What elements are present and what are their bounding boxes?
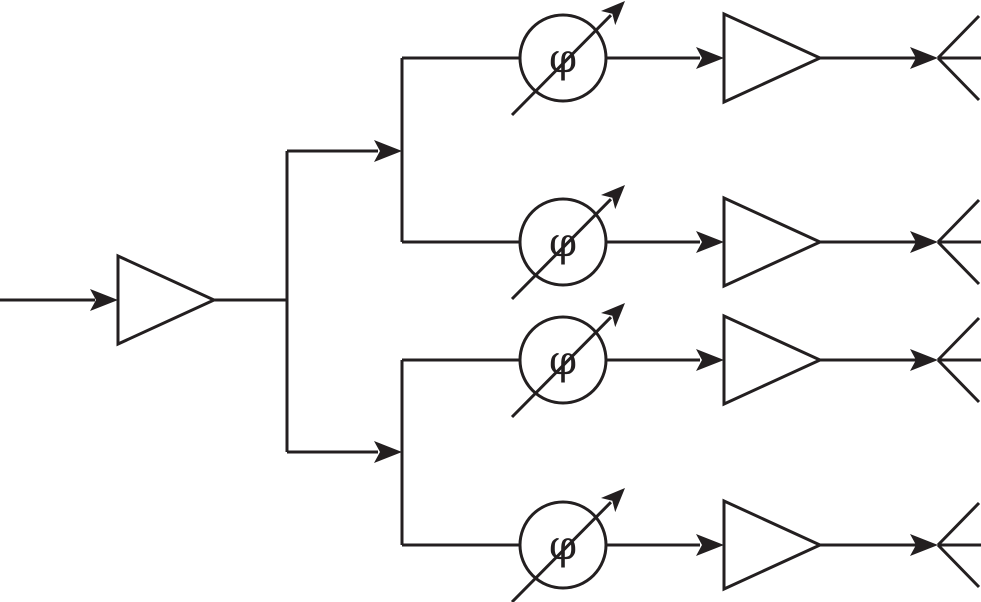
- branch-arrow-icon: [696, 349, 724, 371]
- tuning-arrow-icon: [510, 303, 625, 419]
- antenna-upper-line: [936, 501, 981, 547]
- tuning-arrow-shaft: [510, 14, 612, 117]
- antenna-arrow-icon: [910, 534, 938, 556]
- power-amplifier-icon: [722, 498, 824, 592]
- antenna-lower-line: [936, 543, 981, 589]
- antenna-arrow-icon: [910, 47, 938, 69]
- antenna-icon: [936, 501, 981, 589]
- antenna-lower-line: [936, 358, 981, 404]
- tuning-arrow-head: [601, 303, 625, 328]
- power-amplifier-icon: [722, 313, 824, 407]
- input-arrow-icon: [90, 289, 118, 311]
- branch-arrow-icon: [696, 534, 724, 556]
- antenna-lower-line: [936, 56, 981, 102]
- power-amplifier-icon: [722, 195, 824, 289]
- tuning-arrow-shaft: [510, 501, 612, 602]
- antenna-upper-line: [936, 316, 981, 362]
- phase-shifter: φ: [510, 185, 625, 301]
- tuning-arrow-icon: [510, 488, 625, 602]
- tuning-arrow-head: [601, 185, 625, 210]
- phase-shifter: φ: [510, 488, 625, 602]
- tuning-arrow-head: [601, 488, 625, 513]
- antenna-icon: [936, 198, 981, 286]
- upper-feed-arrow-icon: [374, 140, 402, 162]
- branch-3: φ: [402, 303, 981, 419]
- lower-feed-arrow-icon: [374, 441, 402, 463]
- antenna-icon: [936, 14, 981, 102]
- branch-arrow-icon: [696, 231, 724, 253]
- tuning-arrow-shaft: [510, 198, 612, 301]
- antenna-upper-line: [936, 198, 981, 244]
- branch-2: φ: [402, 185, 981, 301]
- branch-1: φ: [402, 1, 981, 117]
- antenna-icon: [936, 316, 981, 404]
- branch-4: φ: [402, 488, 981, 602]
- antenna-arrow-icon: [910, 231, 938, 253]
- antenna-upper-line: [936, 14, 981, 60]
- tuning-arrow-head: [601, 1, 625, 26]
- antenna-arrow-icon: [910, 349, 938, 371]
- tuning-arrow-icon: [510, 185, 625, 301]
- branch-arrow-icon: [696, 47, 724, 69]
- power-amplifier-icon: [722, 11, 824, 105]
- tuning-arrow-shaft: [510, 316, 612, 419]
- antenna-lower-line: [936, 240, 981, 286]
- input-amplifier-icon: [116, 253, 218, 347]
- tuning-arrow-icon: [510, 1, 625, 117]
- phase-shifter: φ: [510, 303, 625, 419]
